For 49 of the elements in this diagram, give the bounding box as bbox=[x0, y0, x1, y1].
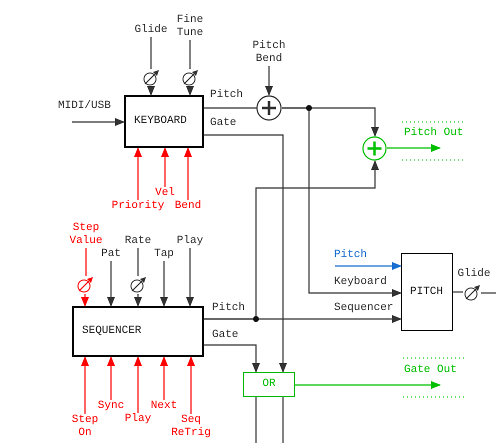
input-label: Play bbox=[176, 235, 204, 248]
connector-arrow bbox=[265, 66, 273, 96]
connector-arrow bbox=[204, 134, 287, 373]
edge-label: Gate bbox=[210, 117, 236, 130]
connector-arrow bbox=[186, 86, 194, 96]
edge-label: Pitch bbox=[210, 89, 244, 102]
process-box: SEQUENCER bbox=[72, 306, 204, 357]
connector-arrow bbox=[204, 344, 260, 373]
connector-arrow bbox=[160, 356, 168, 400]
connector-arrow bbox=[184, 147, 192, 200]
edge-label: Keyboard bbox=[334, 276, 387, 289]
process-box: PITCH bbox=[401, 253, 453, 331]
input-label: Play bbox=[123, 413, 153, 426]
knob-icon bbox=[76, 276, 94, 294]
knob-icon bbox=[142, 69, 160, 87]
connector-arrow bbox=[107, 261, 115, 307]
connector-arrow bbox=[204, 160, 379, 320]
connector-arrow bbox=[134, 356, 142, 413]
connector-arrow bbox=[160, 261, 168, 307]
connector-arrow bbox=[81, 294, 89, 307]
knob-icon bbox=[181, 69, 199, 87]
process-box: KEYBOARD bbox=[124, 95, 204, 148]
connector-arrow bbox=[107, 356, 115, 400]
connector-arrow bbox=[295, 381, 441, 389]
connector-arrow bbox=[335, 262, 402, 270]
connector-arrow bbox=[134, 294, 142, 307]
input-label: Tap bbox=[152, 248, 176, 261]
knob-icon bbox=[463, 284, 481, 302]
connector-arrow bbox=[186, 248, 194, 307]
edge-label: Pitch Out bbox=[404, 127, 464, 140]
connector-arrow bbox=[147, 86, 155, 96]
input-label: Priority bbox=[109, 200, 167, 213]
edge-label: Sequencer bbox=[334, 302, 394, 315]
edge-label: MIDI/USB bbox=[58, 100, 111, 113]
connector-arrow bbox=[81, 356, 89, 414]
connector-arrow bbox=[134, 147, 142, 200]
edge-label: Pitch bbox=[334, 249, 368, 262]
knob-icon bbox=[129, 276, 147, 294]
connector-arrow bbox=[187, 356, 195, 414]
edge-label: Gate Out bbox=[404, 364, 457, 377]
edge-label: Pitch bbox=[212, 302, 246, 315]
summing-junction bbox=[256, 95, 282, 121]
connector-arrow bbox=[161, 147, 169, 187]
or-gate-box: OR bbox=[243, 372, 295, 397]
summing-junction bbox=[362, 136, 387, 161]
connector-arrow bbox=[387, 144, 441, 152]
connector-arrow bbox=[72, 118, 125, 126]
connector-arrow bbox=[282, 107, 402, 297]
edge-label: Gate bbox=[212, 329, 238, 342]
